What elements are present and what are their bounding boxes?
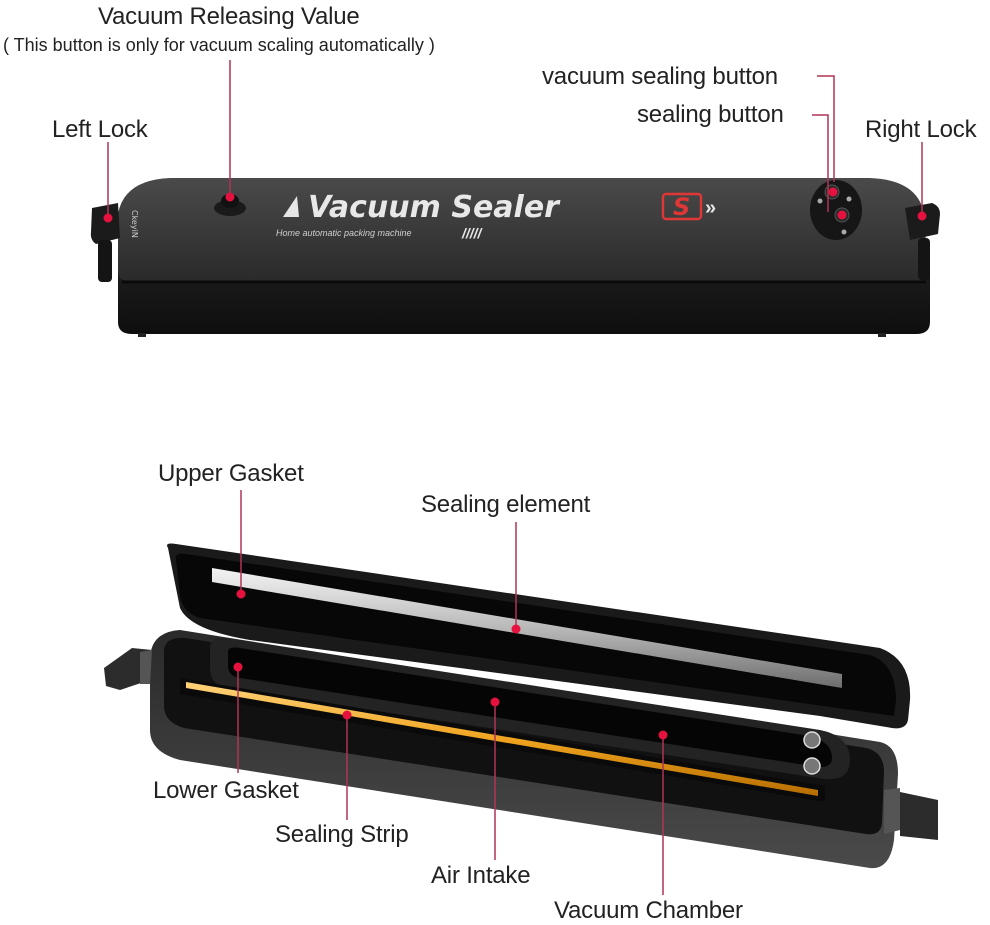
label-upper-gasket: Upper Gasket <box>158 460 304 487</box>
open-device <box>104 543 938 869</box>
callout-dot-air-intake <box>490 697 500 707</box>
label-lower-gasket: Lower Gasket <box>153 777 299 804</box>
svg-text:S: S <box>673 193 690 221</box>
callout-dot-sealing-strip <box>342 710 352 720</box>
label-vacuum-sealing-button: vacuum sealing button <box>542 63 778 90</box>
callout-lines <box>107 60 923 895</box>
svg-text://///: ///// <box>461 225 484 241</box>
label-vacuum-chamber: Vacuum Chamber <box>554 897 743 924</box>
brand-title: Vacuum Sealer <box>308 190 561 225</box>
callout-dot-vacuum-sealing <box>828 187 838 197</box>
label-sealing-element: Sealing element <box>421 491 591 518</box>
label-sealing-button: sealing button <box>637 101 784 128</box>
callout-dot-left-lock <box>103 213 113 223</box>
left-lock-part <box>90 203 120 282</box>
closed-device: CkeyiN Vacuum Sealer S » Home automatic … <box>90 178 940 337</box>
callout-dot-vacuum-chamber <box>658 730 668 740</box>
callout-dot-right-lock <box>917 211 927 221</box>
label-air-intake: Air Intake <box>431 862 531 889</box>
callout-dot-sealing-element <box>511 624 521 634</box>
callout-dot-vacuum-release <box>225 192 235 202</box>
callout-dots <box>103 187 927 740</box>
callout-dot-lower-gasket <box>233 662 243 672</box>
label-vacuum-releasing-value: Vacuum Releasing Value <box>98 3 360 30</box>
label-sealing-strip: Sealing Strip <box>275 821 409 848</box>
svg-text:Home automatic packing machine: Home automatic packing machine <box>276 228 412 238</box>
svg-text:»: » <box>705 197 716 219</box>
label-right-lock: Right Lock <box>865 116 977 143</box>
right-lock-part <box>905 203 940 280</box>
brand-logo: Vacuum Sealer S » Home automatic packing… <box>276 190 716 241</box>
callout-dot-sealing <box>837 210 847 220</box>
label-left-lock: Left Lock <box>52 116 148 143</box>
side-logo: CkeyiN <box>130 210 139 238</box>
label-vacuum-releasing-note: ( This button is only for vacuum scaling… <box>3 35 435 55</box>
callout-dot-upper-gasket <box>236 589 246 599</box>
